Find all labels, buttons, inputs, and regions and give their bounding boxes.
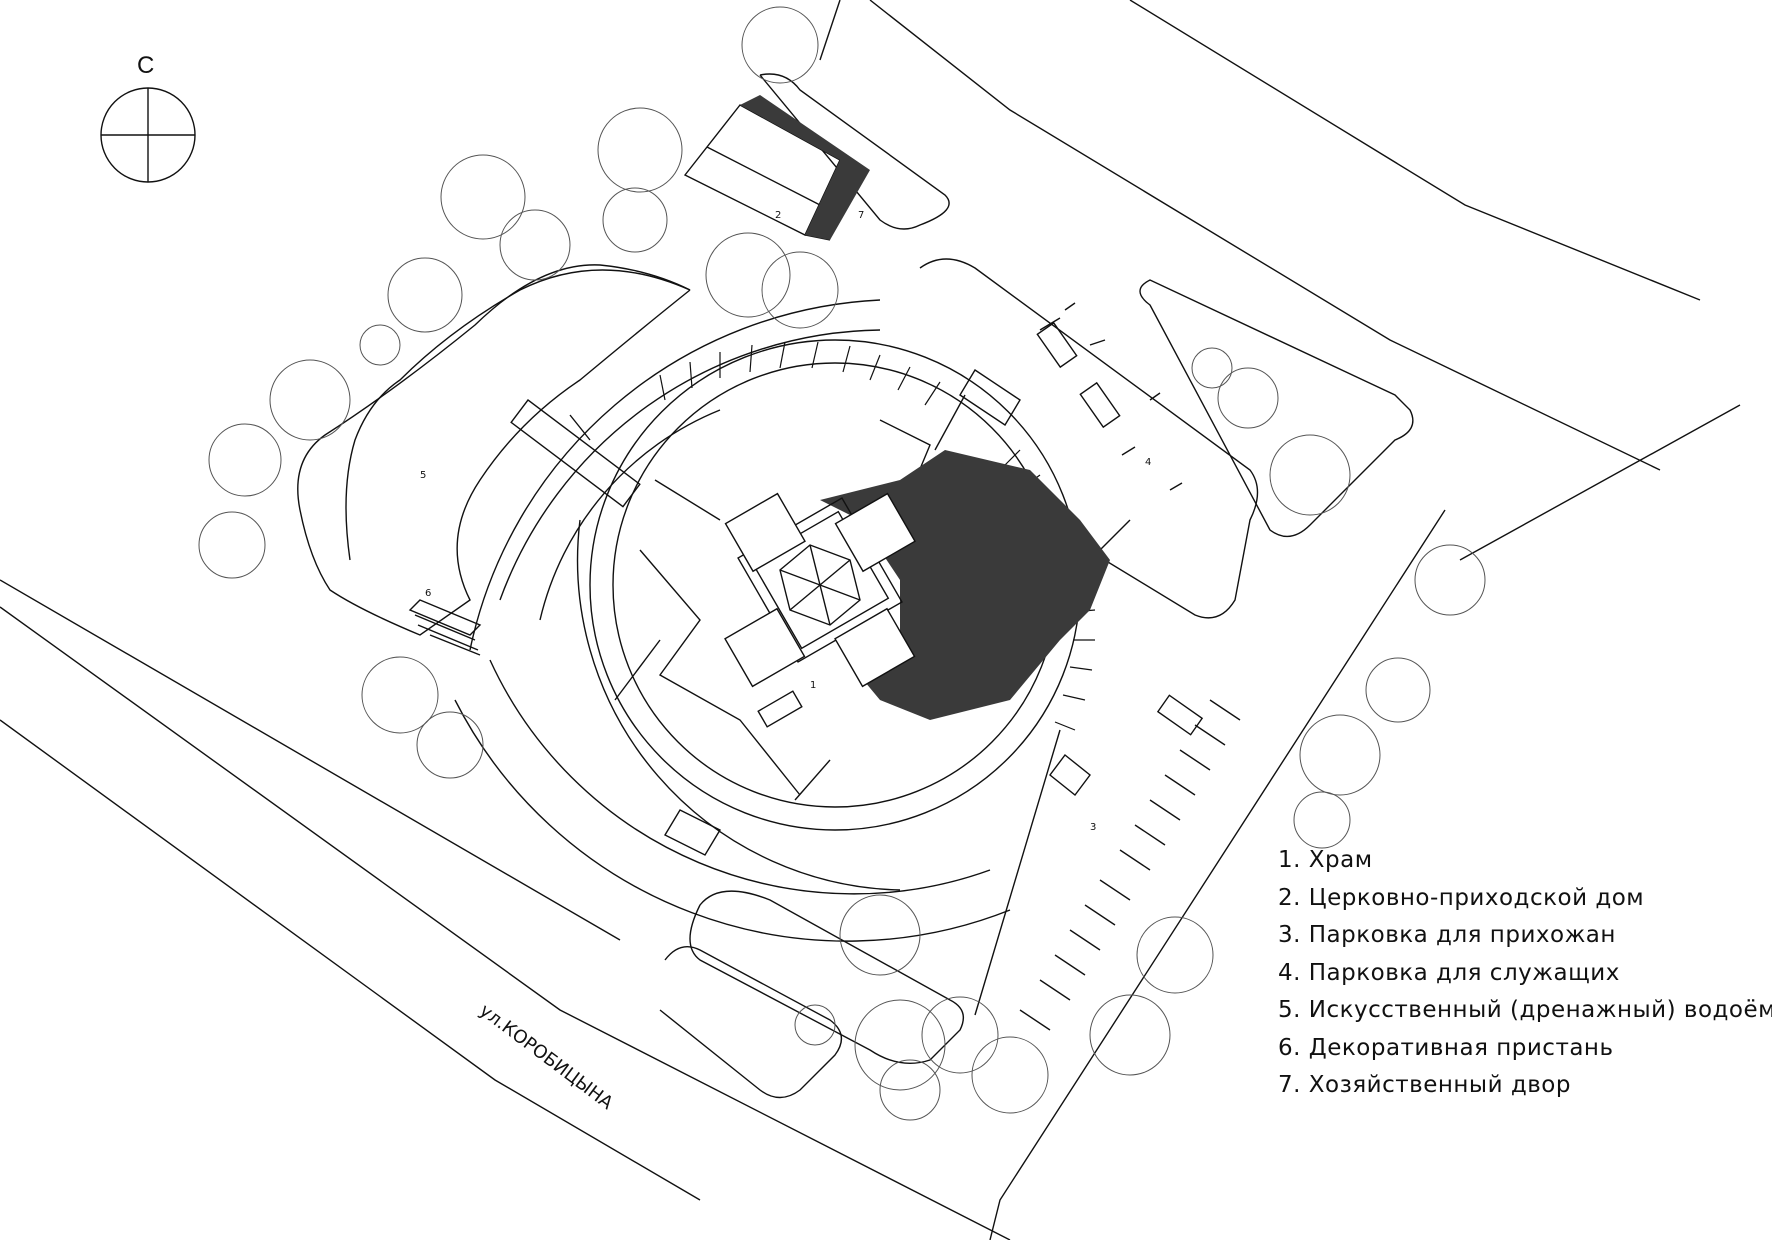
stairs-ne [959, 369, 1021, 426]
bridge [510, 399, 641, 508]
tree-icon [1136, 916, 1214, 994]
lower-path-1 [689, 890, 964, 1065]
lower-path-2 [659, 946, 843, 1099]
tree-icon [1365, 657, 1431, 723]
tree-icon [416, 711, 484, 779]
tree-icon [387, 257, 463, 333]
tree-icon [440, 154, 526, 240]
tree-icon [794, 1004, 836, 1046]
stairs-s [664, 809, 721, 856]
legend-item-parking-parishioners: 3. Парковка для прихожан [1278, 922, 1616, 948]
compass-rose-icon [100, 87, 196, 183]
legend-item-pier: 6. Декоративная пристань [1278, 1034, 1614, 1061]
plan-markers: 1 2 3 4 5 6 7 [420, 210, 1151, 833]
tree-icon [1269, 434, 1351, 516]
tree-icon [499, 209, 571, 281]
tree-icon [1191, 347, 1233, 389]
parish-house-shadow [740, 95, 870, 240]
tree-icon [839, 894, 921, 976]
outer-terrace-ring [454, 299, 1011, 942]
legend-item-temple: 1. Храм [1278, 847, 1373, 873]
tree-icon [1414, 544, 1486, 616]
tree-icon [1217, 367, 1279, 429]
legend-item-utility-yard: 7. Хозяйственный двор [1278, 1072, 1571, 1098]
tree-icon [879, 1059, 941, 1121]
tree-icon [921, 996, 999, 1074]
church-building [724, 492, 916, 728]
legend-item-parking-staff: 4. Парковка для служащих [1278, 959, 1620, 986]
stairs-e [1049, 754, 1091, 796]
road-upper [819, 0, 1741, 1240]
marker-7: 7 [858, 210, 864, 221]
marker-6: 6 [425, 588, 431, 599]
tree-icon [1089, 994, 1171, 1076]
tree-icon [361, 656, 439, 734]
parking-parishioners [974, 699, 1241, 1031]
legend-item-pond: 5. Искусственный (дренажный) водоём [1278, 997, 1772, 1023]
tree-icon [705, 232, 791, 318]
marker-5: 5 [420, 470, 426, 481]
marker-2: 2 [775, 210, 781, 221]
trees [198, 6, 1486, 1121]
marker-3: 3 [1090, 822, 1096, 833]
tree-icon [1299, 714, 1381, 796]
pier [408, 599, 482, 656]
street-edge [0, 579, 1011, 1240]
tree-icon [208, 423, 282, 497]
tree-icon [602, 187, 668, 253]
tree-icon [198, 511, 266, 579]
bridge-steps [569, 414, 591, 441]
tree-icon [741, 6, 819, 84]
traffic-island [1139, 279, 1414, 538]
pond-outline [297, 264, 691, 636]
marker-1: 1 [810, 680, 816, 691]
pond-inner [345, 269, 691, 561]
tree-icon [1293, 791, 1351, 849]
tree-icon [597, 107, 683, 193]
legend-item-parish-house: 2. Церковно-приходской дом [1278, 884, 1645, 911]
legend: 1. Храм 2. Церковно-приходской дом 3. Па… [1278, 842, 1772, 1105]
tree-icon [971, 1036, 1049, 1114]
tree-icon [761, 251, 839, 329]
tree-icon [269, 359, 351, 441]
tree-icon [359, 324, 401, 366]
tree-icon [854, 999, 946, 1091]
compass-north-label: С [137, 52, 155, 79]
marker-4: 4 [1145, 457, 1151, 468]
